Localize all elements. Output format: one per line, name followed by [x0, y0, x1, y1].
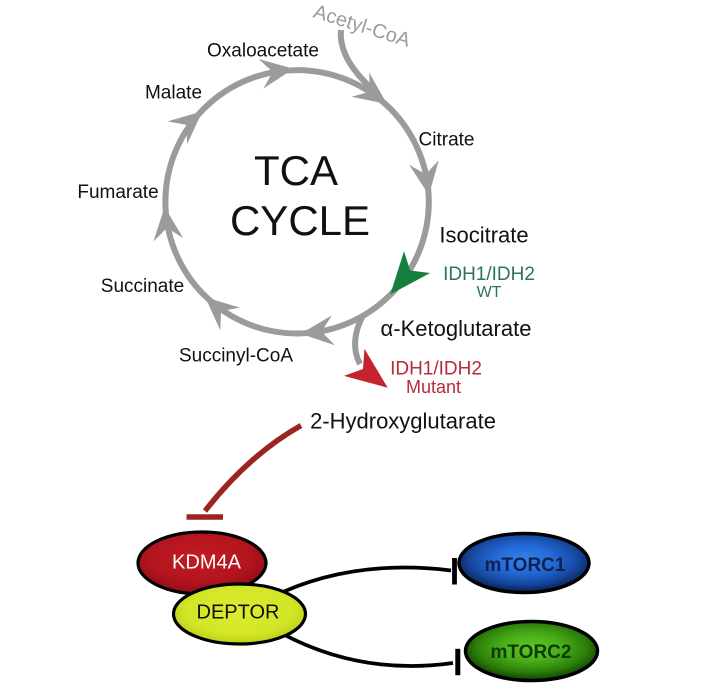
svg-text:Mutant: Mutant	[406, 377, 461, 397]
svg-text:IDH1/IDH2: IDH1/IDH2	[443, 264, 535, 285]
svg-text:KDM4A: KDM4A	[172, 552, 242, 574]
svg-text:CYCLE: CYCLE	[230, 197, 370, 244]
svg-text:WT: WT	[477, 284, 502, 301]
svg-text:Succinyl-CoA: Succinyl-CoA	[179, 346, 293, 367]
svg-text:DEPTOR: DEPTOR	[197, 602, 280, 624]
svg-text:Oxaloacetate: Oxaloacetate	[207, 41, 319, 62]
svg-text:α-Ketoglutarate: α-Ketoglutarate	[381, 316, 532, 341]
svg-text:mTORC2: mTORC2	[491, 642, 572, 663]
svg-text:Isocitrate: Isocitrate	[439, 223, 528, 248]
svg-text:Citrate: Citrate	[419, 130, 475, 151]
svg-text:Fumarate: Fumarate	[77, 182, 158, 203]
svg-text:Malate: Malate	[145, 83, 202, 104]
svg-text:2-Hydroxyglutarate: 2-Hydroxyglutarate	[310, 409, 496, 434]
svg-text:IDH1/IDH2: IDH1/IDH2	[390, 359, 482, 380]
svg-text:mTORC1: mTORC1	[485, 555, 566, 576]
svg-text:TCA: TCA	[254, 147, 338, 194]
svg-text:Succinate: Succinate	[101, 276, 184, 297]
